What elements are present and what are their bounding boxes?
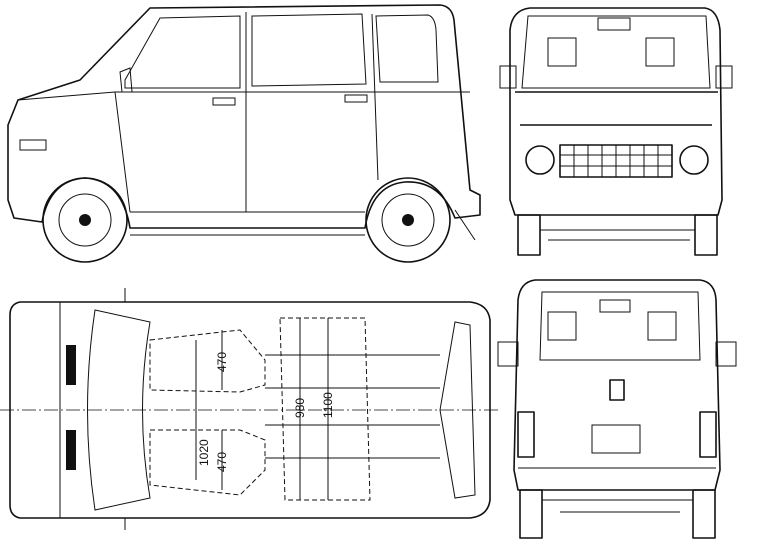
top-view: 470 470 1020 980 1100 <box>0 288 500 530</box>
dimension-seat-row-width: 1020 <box>197 439 211 466</box>
side-view <box>7 4 481 263</box>
dimension-cargo-outer: 1100 <box>321 392 335 418</box>
front-view <box>499 7 733 256</box>
dimension-cargo-inner: 980 <box>293 398 307 418</box>
rear-view <box>497 279 737 539</box>
dimension-front-seat-depth: 470 <box>215 352 229 372</box>
dimension-rear-seat-depth: 470 <box>215 452 229 472</box>
